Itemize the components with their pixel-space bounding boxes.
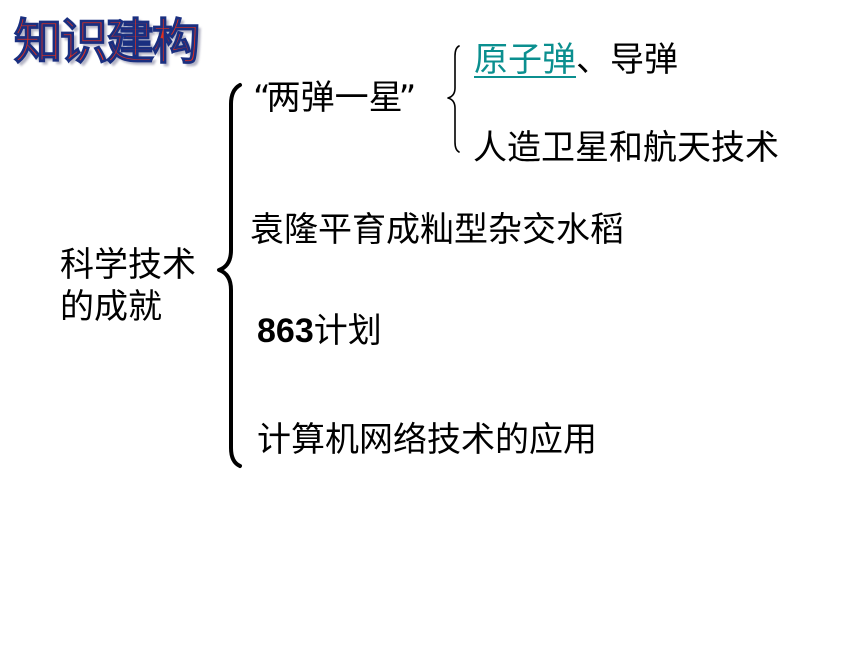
root-line-1: 科学技术 bbox=[60, 245, 196, 285]
branch-hybrid-rice: 袁隆平育成籼型杂交水稻 bbox=[250, 210, 624, 250]
branch-network-tech: 计算机网络技术的应用 bbox=[257, 420, 597, 460]
branch-863-plan: 863计划 bbox=[257, 311, 382, 351]
main-brace bbox=[217, 83, 242, 468]
atomic-bomb-link[interactable]: 原子弹 bbox=[474, 40, 576, 80]
close-quote: ” bbox=[398, 78, 417, 118]
plan-number: 863 bbox=[257, 312, 314, 350]
plan-suffix: 计划 bbox=[313, 311, 382, 351]
sub-item-atomic-bomb: 原子弹、导弹 bbox=[474, 40, 678, 80]
sub-item-satellite: 人造卫星和航天技术 bbox=[473, 128, 779, 168]
root-node: 科学技术 的成就 bbox=[60, 244, 196, 328]
open-quote: “ bbox=[253, 78, 271, 118]
root-line-2: 的成就 bbox=[60, 287, 162, 327]
branch-liangdan-yixing: “两弹一星” bbox=[253, 78, 416, 118]
missile-text: 、导弹 bbox=[576, 40, 678, 80]
sub-brace bbox=[447, 45, 460, 153]
branch-liangdan-label: 两弹一星 bbox=[266, 78, 403, 118]
slide-title: 知识建构 bbox=[13, 13, 200, 70]
